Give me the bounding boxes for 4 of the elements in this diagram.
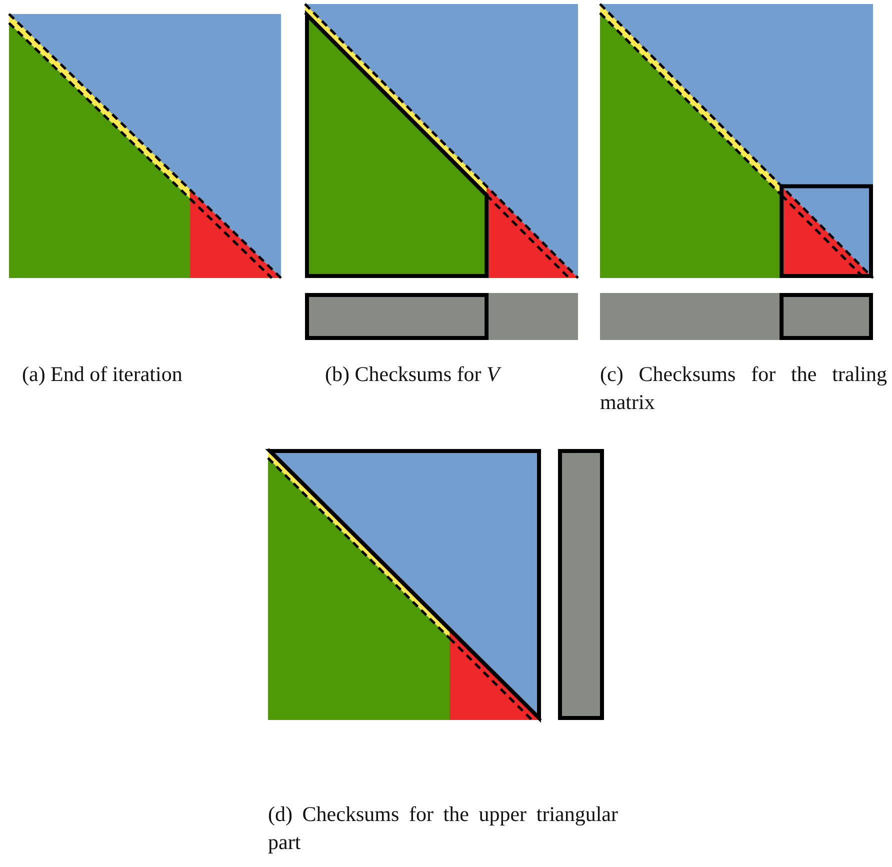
caption: (d) Checksums for the upper triangular part xyxy=(268,801,618,856)
caption: (b) Checksums for V xyxy=(325,361,502,388)
caption: (a) End of iteration xyxy=(22,361,184,388)
caption: (c) Checksums for the traling matrix xyxy=(600,361,887,416)
